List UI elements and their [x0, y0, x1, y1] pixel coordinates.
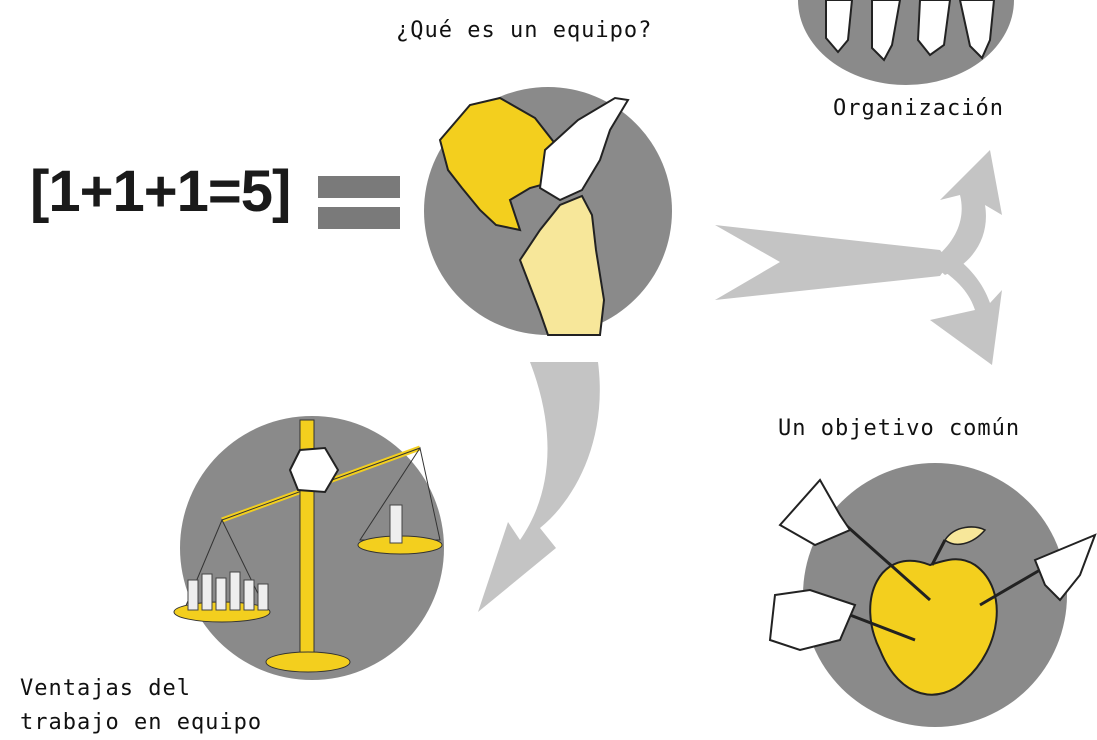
apple-target-icon [768, 463, 1097, 727]
organization-label: Organización [833, 96, 1004, 121]
curve-arrow [478, 362, 600, 612]
hands-team-icon [424, 87, 672, 336]
advantages-line-2: trabajo en equipo [20, 710, 263, 735]
balance-scale-icon [173, 416, 444, 680]
split-arrow [715, 150, 1002, 365]
advantages-label: Ventajas del trabajo en equipo [20, 672, 340, 740]
equals-sign [318, 176, 400, 229]
equation-text: [1+1+1=5] [30, 159, 291, 224]
common-goal-label: Un objetivo común [778, 416, 1021, 441]
advantages-line-1: Ventajas del [20, 676, 191, 701]
question-label: ¿Qué es un equipo? [396, 18, 653, 43]
organization-people-icon [798, 0, 1014, 85]
